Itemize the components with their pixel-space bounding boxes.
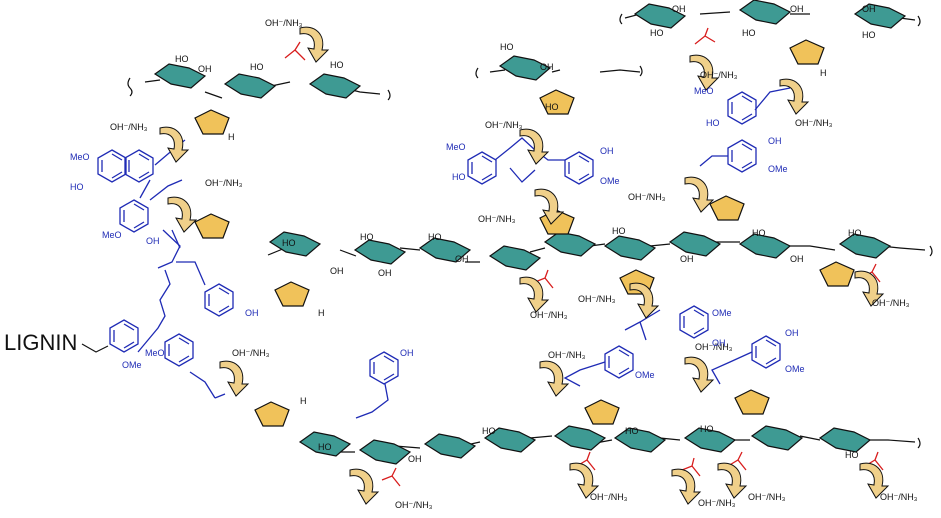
reagent-label: OH⁻/NH₃ — [590, 492, 628, 502]
reagent-label: OH⁻/NH₃ — [530, 310, 568, 320]
atom-label-ho: HO — [70, 182, 84, 192]
atom-label-h: H — [300, 396, 307, 406]
curved-attack-arrow-icon — [779, 78, 809, 115]
atom-label-ho: HO — [360, 232, 374, 242]
atom-label-oh: OH — [245, 308, 259, 318]
atom-label-ho: HO — [612, 226, 626, 236]
curved-attack-arrow-icon — [671, 468, 701, 505]
atom-label-ho: HO — [318, 442, 332, 452]
atom-label-oh: OH — [600, 146, 614, 156]
aromatic-substituent-labels: MeO HO MeO OH OH OMe MeO MeO HO OH OMe M… — [70, 86, 805, 380]
atom-label-meo: MeO — [145, 348, 165, 358]
atom-label-meo: MeO — [694, 86, 714, 96]
atom-label-ho: HO — [752, 228, 766, 238]
reagent-label: OH⁻/NH₃ — [872, 298, 910, 308]
reagent-label: OH⁻/NH₃ — [485, 120, 523, 130]
reagent-label: OH⁻/NH₃ — [880, 492, 918, 502]
atom-label-ome: OMe — [785, 364, 805, 374]
curved-attack-arrow-icon — [349, 468, 379, 505]
atom-label-oh: OH — [680, 254, 694, 264]
atom-label-ho: HO — [250, 62, 264, 72]
reagent-label: OH⁻/NH₃ — [700, 70, 738, 80]
atom-label-ho: HO — [545, 102, 559, 112]
atom-label-oh: OH — [540, 62, 554, 72]
atom-label-oh: OH — [785, 328, 799, 338]
acetyl-ester-groups — [284, 27, 884, 487]
reagent-label: OH⁻/NH₃ — [478, 214, 516, 224]
atom-label-oh: OH — [400, 348, 414, 358]
reagent-label: OH⁻/NH₃ — [232, 348, 270, 358]
reagent-label: OH⁻/NH₃ — [578, 294, 616, 304]
atom-label-oh: OH — [790, 4, 804, 14]
lignin-linkage-bond — [81, 343, 109, 353]
reagent-label: OH⁻/NH₃ — [265, 18, 303, 28]
atom-label-oh: OH — [330, 266, 344, 276]
reagent-label: OH⁻/NH₃ — [748, 492, 786, 502]
atom-label-meo: MeO — [70, 152, 90, 162]
reagent-labels: OH⁻/NH₃ OH⁻/NH₃ OH⁻/NH₃ OH⁻/NH₃ OH⁻/NH₃ … — [110, 18, 918, 510]
curved-attack-arrow-icon — [629, 282, 659, 319]
reagent-label: OH⁻/NH₃ — [110, 122, 148, 132]
atom-label-ome: OMe — [635, 370, 655, 380]
curved-attack-arrow-icon — [299, 26, 329, 63]
reagent-label: OH⁻/NH₃ — [698, 498, 736, 508]
atom-label-oh: OH — [198, 64, 212, 74]
cellulose-glucose-rings — [154, 0, 906, 465]
curved-attack-arrow-icon — [684, 176, 714, 213]
atom-label-ho: HO — [742, 28, 756, 38]
atom-label-oh: OH — [378, 268, 392, 278]
atom-label-ome: OMe — [122, 360, 142, 370]
curved-attack-arrow-icon — [219, 360, 249, 397]
atom-label-ho: HO — [175, 54, 189, 64]
atom-label-ho: HO — [452, 172, 466, 182]
reagent-label: OH⁻/NH₃ — [795, 118, 833, 128]
reagent-label: OH⁻/NH₃ — [695, 342, 733, 352]
atom-label-h: H — [318, 308, 325, 318]
hydroxyl-labels: HO OH HO HO HO OH HO HO OH HO OH OH HO H… — [175, 4, 876, 464]
atom-label-oh: OH — [408, 454, 422, 464]
atom-label-ho: HO — [625, 426, 639, 436]
curved-attack-arrow-icon — [519, 128, 549, 165]
atom-label-ho: HO — [700, 424, 714, 434]
atom-label-ome: OMe — [768, 164, 788, 174]
curved-attack-arrow-icon — [167, 196, 197, 233]
atom-label-ho: HO — [482, 426, 496, 436]
atom-label-ho: HO — [330, 60, 344, 70]
curved-attack-arrow-icon — [717, 462, 747, 499]
atom-label-ho: HO — [845, 450, 859, 460]
atom-label-ome: OMe — [712, 308, 732, 318]
atom-label-ho: HO — [862, 30, 876, 40]
reagent-label: OH⁻/NH₃ — [548, 350, 586, 360]
atom-label-ho: HO — [706, 118, 720, 128]
atom-label-ho: HO — [282, 238, 296, 248]
atom-label-oh: OH — [455, 254, 469, 264]
atom-label-ho: HO — [428, 232, 442, 242]
reagent-label: OH⁻/NH₃ — [205, 178, 243, 188]
atom-label-oh: OH — [146, 236, 160, 246]
atom-label-oh: OH — [768, 136, 782, 146]
atom-label-ho: HO — [848, 228, 862, 238]
atom-label-oh: OH — [712, 338, 726, 348]
reagent-label: OH⁻/NH₃ — [628, 192, 666, 202]
atom-label-meo: MeO — [446, 142, 466, 152]
atom-label-h: H — [820, 68, 827, 78]
atom-label-meo: MeO — [102, 230, 122, 240]
reagent-label: OH⁻/NH₃ — [395, 500, 433, 510]
atom-label-ho: HO — [650, 28, 664, 38]
curved-attack-arrow-icon — [539, 360, 569, 397]
atom-label-h: H — [228, 132, 235, 142]
atom-label-oh: OH — [672, 4, 686, 14]
atom-label-ho: HO — [500, 42, 514, 52]
atom-label-ome: OMe — [600, 176, 620, 186]
lignin-label: LIGNIN — [4, 330, 77, 355]
curved-attack-arrow-icon — [519, 276, 549, 313]
atom-label-oh: OH — [862, 4, 876, 14]
curved-attack-arrow-icon — [684, 356, 714, 393]
atom-label-oh: OH — [790, 254, 804, 264]
